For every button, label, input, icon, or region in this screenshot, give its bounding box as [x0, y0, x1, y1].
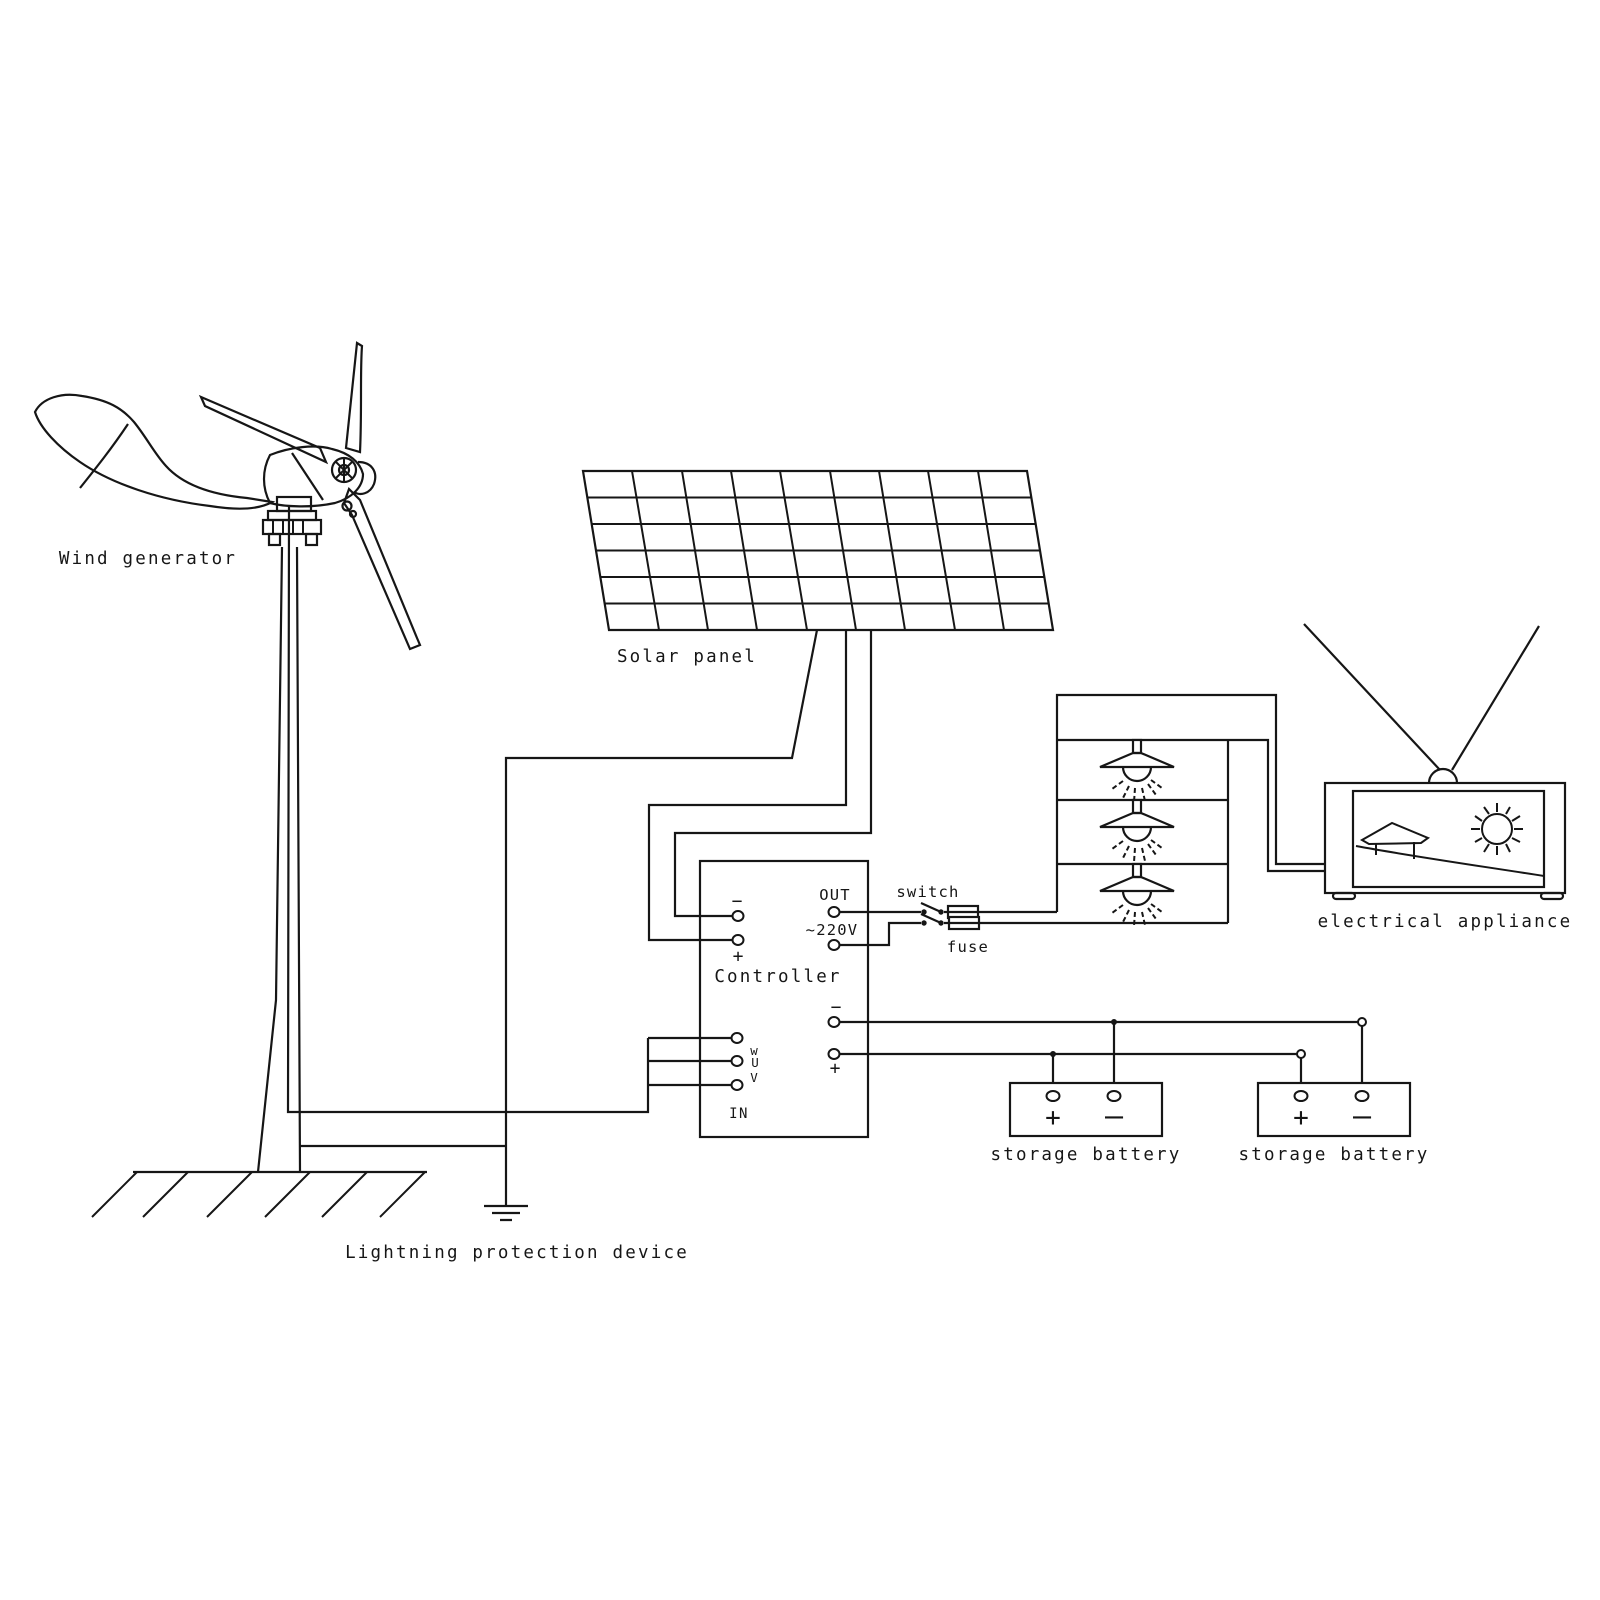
- phase-w-label: w: [750, 1043, 758, 1058]
- solar-panel-label: Solar panel: [617, 647, 757, 667]
- batt-plus-mark: +: [830, 1058, 841, 1079]
- terminal-ac: [827, 939, 841, 951]
- batt-minus-mark: −: [831, 997, 842, 1018]
- solar-panel: Solar panel: [581, 469, 1055, 667]
- terminal-battery-minus: [827, 1016, 841, 1028]
- switch-icon-1: [919, 901, 945, 916]
- lamp-icon-3: [1098, 862, 1176, 928]
- tv-screen-scene: [1355, 803, 1545, 877]
- turbine-tail-vane: [33, 393, 276, 510]
- storage-battery-2: [1237, 1081, 1431, 1167]
- controller: − + − + OUT ~220V Controller w U V IN: [698, 859, 870, 1139]
- terminal-phase-u: [730, 1055, 744, 1067]
- fuse-label: fuse: [947, 938, 989, 956]
- terminal-phase-v: [730, 1079, 744, 1091]
- terminal-battery-plus: [827, 1048, 841, 1060]
- tv-knob: [1427, 767, 1459, 784]
- ground-hatch: [91, 1170, 427, 1218]
- turbine-flange: [261, 495, 323, 547]
- solar-plus-mark: +: [733, 946, 744, 967]
- lightning-protection-label: Lightning protection device: [345, 1243, 689, 1263]
- lamp-icon-2: [1098, 798, 1176, 864]
- controller-ac-label: ~220V: [806, 921, 859, 939]
- phase-u-label: U: [751, 1055, 759, 1070]
- earth-wire: [299, 629, 819, 1206]
- battery-minus-wire: [839, 1020, 1364, 1092]
- wind-generator-label: Wind generator: [59, 549, 237, 569]
- switch-icon-2: [919, 912, 945, 927]
- solar-minus-mark: −: [732, 891, 743, 912]
- electrical-appliance: electrical appliance: [1303, 623, 1573, 932]
- turbine-blade-upleft: [198, 394, 329, 465]
- tv-screen: [1351, 789, 1546, 889]
- storage-battery-1: [989, 1081, 1183, 1167]
- terminal-out: [827, 906, 841, 918]
- wind-generator: Wind generator: [33, 341, 427, 1218]
- solar-minus-wire: [673, 630, 873, 918]
- sun-icon: [1481, 813, 1513, 845]
- tv-foot-left: [1331, 891, 1357, 901]
- tv-body: [1323, 781, 1567, 895]
- tv-foot-right: [1539, 891, 1565, 901]
- controller-out-label: OUT: [819, 886, 851, 904]
- terminal-solar-minus: [731, 910, 745, 922]
- phase-v-label: V: [750, 1070, 758, 1085]
- electrical-appliance-label: electrical appliance: [1318, 912, 1573, 932]
- terminal-solar-plus: [731, 934, 745, 946]
- lamp-rails: [1055, 693, 1326, 923]
- controller-box: [698, 859, 870, 1139]
- lightning-protection: Lightning protection device: [345, 1204, 689, 1263]
- turbine-nacelle: [262, 445, 365, 508]
- turbine-blade-down: [342, 486, 422, 651]
- solar-panel-grid: [587, 470, 1049, 631]
- turbine-tower: [256, 546, 302, 1173]
- turbine-blade-up: [344, 341, 364, 454]
- lamp-bank: [1055, 693, 1326, 928]
- switch-label: switch: [896, 883, 959, 901]
- ac-switch-fuse: switch fuse: [896, 883, 989, 956]
- controller-label: Controller: [714, 967, 841, 987]
- wind-cable: [286, 506, 732, 1114]
- solar-plus-wire: [647, 630, 848, 942]
- lamp-icon-1: [1098, 738, 1176, 804]
- fuse-icon-2: [947, 915, 981, 931]
- tv-antenna: [1303, 623, 1540, 771]
- ground-icon: [484, 1204, 528, 1222]
- terminal-phase-w: [730, 1032, 744, 1044]
- controller-in-label: IN: [729, 1106, 749, 1122]
- ac-return-wire: [839, 921, 1228, 947]
- wires: [286, 506, 1367, 1206]
